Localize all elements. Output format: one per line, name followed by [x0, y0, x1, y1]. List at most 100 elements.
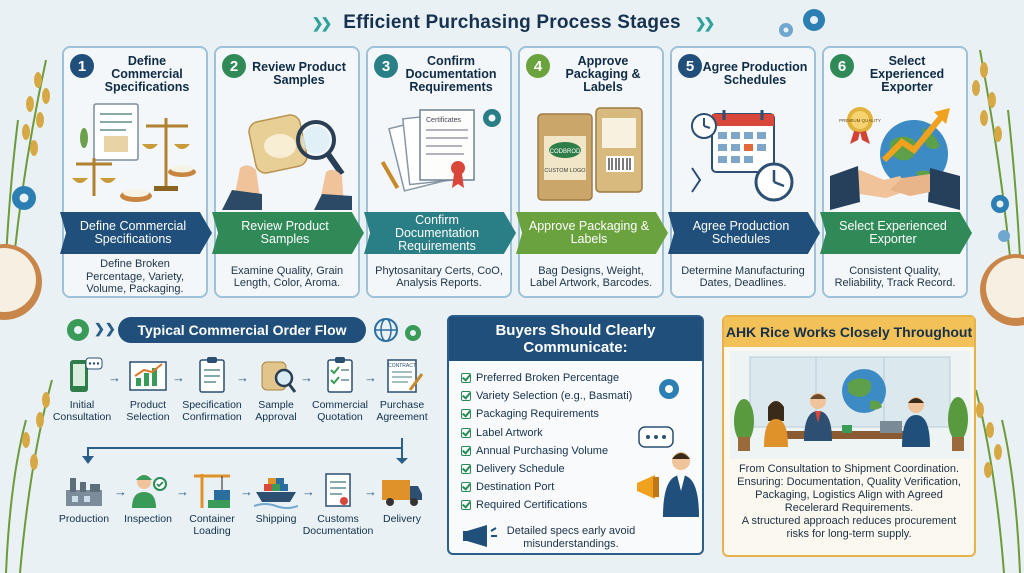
double-chevron-left-icon: ❯❯	[311, 14, 333, 31]
stage-heading: Select Experienced Exporter	[869, 53, 945, 94]
bag-label-text: CUSTOM LOGO	[544, 168, 586, 174]
page-title: Efficient Purchasing Process Stages	[343, 12, 681, 33]
stage-number: 3	[374, 54, 398, 78]
checkbox-icon	[461, 482, 471, 493]
flow-step-label: Specification Confirmation	[182, 399, 242, 423]
stage-heading: Review Product Samples	[252, 60, 346, 87]
buyers-checklist: Preferred Broken Percentage Variety Sele…	[461, 369, 632, 515]
flow-connector	[82, 438, 408, 464]
flow-step-shipping: Shipping	[240, 470, 312, 526]
chart-board-icon	[129, 361, 167, 391]
stage-cards: 1 Define Commercial Specifications Defin…	[60, 46, 972, 298]
ship-icon	[254, 478, 298, 509]
stage-number: 6	[830, 54, 854, 78]
checklist-item-label: Preferred Broken Percentage	[476, 372, 620, 385]
ahk-panel: AHK Rice Works Closely Throughout From C…	[722, 315, 976, 557]
stage-heading: Approve Packaging & Labels	[565, 53, 641, 94]
flow-step-specification-confirmation: Specification Confirmation	[176, 356, 248, 423]
seal-text: PREMIUM QUALITY	[839, 118, 881, 123]
flow-step-commercial-quotation: Commercial Quotation	[304, 356, 376, 423]
checklist-item-label: Delivery Schedule	[476, 463, 565, 476]
certificates-icon: Certificates	[380, 109, 501, 192]
flow-step-production: Production	[48, 470, 120, 526]
checklist-item: Destination Port	[461, 478, 632, 496]
arrow-right-icon: →	[236, 370, 249, 385]
checkbox-icon	[461, 445, 471, 456]
stage-number: 2	[222, 54, 246, 78]
stage-banner: Agree Production Schedules	[668, 212, 820, 254]
bag-brand-text: CODBROD	[550, 149, 581, 155]
checkbox-icon	[461, 427, 471, 438]
rice-bowl-left-icon	[0, 244, 42, 320]
stage-card-3: 3 Confirm Documentation Requirements Cer…	[364, 46, 516, 298]
contract-icon: CONTRACT	[387, 359, 424, 393]
flow-step-label: Delivery	[383, 513, 421, 525]
flow-step-label: Initial Consultation	[52, 399, 112, 423]
checklist-item: Packaging Requirements	[461, 405, 632, 423]
checklist-item: Delivery Schedule	[461, 460, 632, 478]
flow-step-customs-documentation: Customs Documentation	[302, 470, 374, 537]
stage-heading: Define Commercial Specifications	[104, 53, 190, 94]
scale-and-documents-icon	[72, 103, 196, 202]
meeting-scene-illustration	[730, 351, 970, 459]
flow-step-label: Container Loading	[189, 513, 235, 537]
gear-icon-flow	[67, 319, 89, 341]
arrow-right-icon: →	[108, 370, 121, 385]
double-chevron-right-icon: ❯❯	[694, 14, 716, 31]
checklist-item-label: Variety Selection (e.g., Basmati)	[476, 390, 633, 403]
clipboard-icon	[199, 357, 225, 393]
checkbox-icon	[461, 464, 471, 475]
stage-card-2: 2 Review Product Samples Review Product …	[212, 46, 364, 298]
stage-number: 5	[678, 54, 702, 78]
gear-icon-left	[12, 186, 36, 210]
flow-step-label: Purchase Agreement	[376, 399, 428, 423]
stage-banner: Select Experienced Exporter	[820, 212, 972, 254]
stage-card-5: 5 Agree Production Schedules Agree Produ…	[668, 46, 820, 298]
checkbox-icon	[461, 391, 471, 402]
checklist-item-label: Label Artwork	[476, 426, 543, 439]
flow-step-purchase-agreement: CONTRACT Purchase Agreement	[366, 356, 438, 423]
arrow-right-icon: →	[300, 370, 313, 385]
rice-stalk-left-icon	[3, 59, 47, 301]
arrow-right-icon: →	[364, 370, 377, 385]
flow-step-label: Shipping	[255, 513, 297, 525]
globe-icon	[374, 318, 398, 342]
stage-card-6: 6 Select Experienced Exporter PREMIUM QU…	[820, 46, 972, 298]
sample-magnifier-icon	[222, 114, 352, 210]
stage-description: Define Broken Percentage, Variety, Volum…	[85, 258, 185, 296]
stage-card-1: 1 Define Commercial Specifications Defin…	[60, 46, 212, 298]
arrow-right-icon: →	[176, 484, 189, 499]
crane-icon	[194, 474, 230, 508]
buyers-heading: Buyers Should Clearly Communicate:	[449, 317, 702, 361]
flow-step-label: Commercial Quotation	[311, 399, 368, 423]
phone-chat-icon	[70, 357, 103, 392]
calendar-clock-icon	[691, 110, 794, 202]
sample-bag-icon	[261, 361, 297, 393]
checklist-item: Variety Selection (e.g., Basmati)	[461, 387, 632, 405]
arrow-right-icon: →	[114, 484, 127, 499]
stage-number: 1	[70, 54, 94, 78]
stage-description: Determine Manufacturing Dates, Deadlines…	[681, 264, 805, 290]
gear-icon-buyers	[659, 379, 679, 399]
gear-icon-flow-right	[405, 325, 421, 341]
buyers-panel: Buyers Should Clearly Communicate: Prefe…	[447, 315, 704, 555]
flow-step-label: Inspection	[124, 513, 172, 525]
inspector-icon	[132, 475, 167, 508]
flow-step-label: Sample Approval	[255, 399, 297, 423]
contract-label: CONTRACT	[388, 363, 416, 369]
ahk-line-1: From Consultation to Shipment Coordinati…	[738, 463, 960, 475]
checklist-item-label: Required Certifications	[476, 499, 588, 512]
stage-card-4: 4 Approve Packaging & Labels CODBROD CUS…	[516, 46, 668, 298]
order-flow-title: Typical Commercial Order Flow	[118, 317, 366, 343]
arrow-right-icon: →	[172, 370, 185, 385]
stage-banner: Define Commercial Specifications	[60, 212, 212, 254]
flow-step-initial-consultation: Initial Consultation	[46, 356, 118, 423]
ahk-line-3: A structured approach reduces procuremen…	[741, 515, 957, 540]
flow-step-label: Product Selection	[126, 399, 170, 423]
rice-stalk-right-bottom-icon	[975, 389, 1021, 573]
rice-stalk-right-icon	[979, 49, 1023, 301]
stage-description: Bag Designs, Weight, Label Artwork, Barc…	[529, 264, 653, 290]
customs-document-icon	[325, 473, 351, 507]
checklist-item: Annual Purchasing Volume	[461, 442, 632, 460]
ahk-line-2: Ensuring: Documentation, Quality Verific…	[737, 476, 961, 514]
